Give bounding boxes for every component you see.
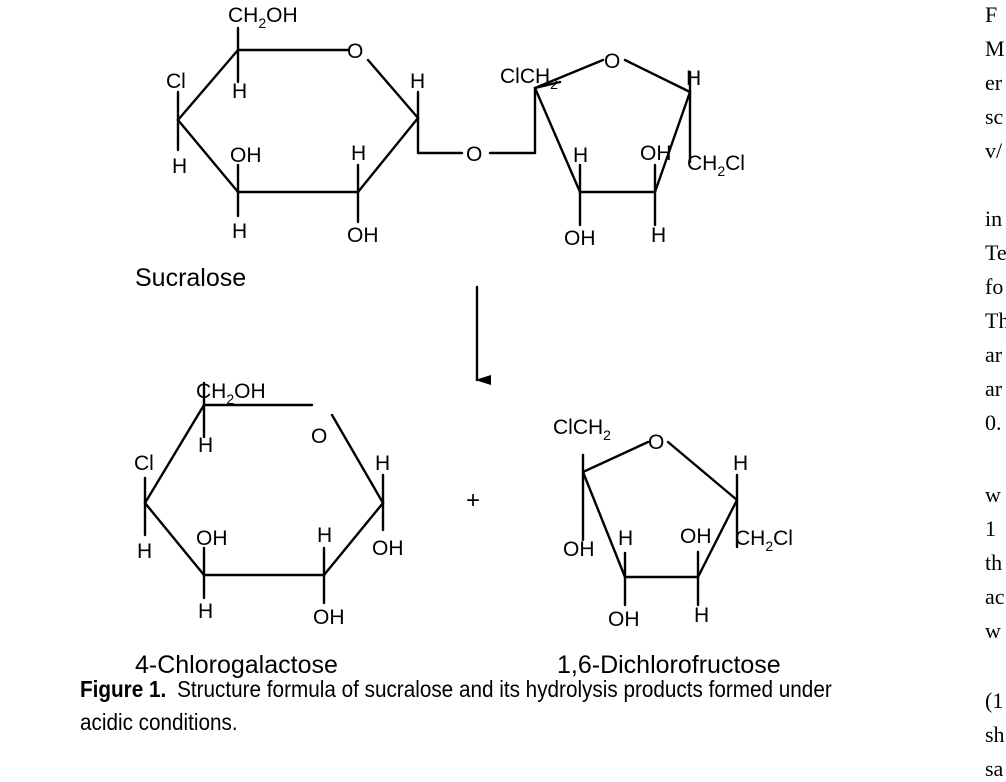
hydroxyl-label: OH <box>563 538 595 561</box>
caption-text: Structure formula of sucralose and its h… <box>80 676 832 735</box>
hydrogen-label: H <box>375 452 390 475</box>
chlorine-label: Cl <box>166 70 186 93</box>
ring-oxygen-label: O <box>648 431 664 454</box>
figure-label: Figure 1. <box>80 676 167 702</box>
clipped-text-fragment: th <box>985 550 1003 575</box>
clipped-text-fragment: (1 <box>985 688 1004 713</box>
ch2cl-label: CH2Cl <box>687 152 745 179</box>
chlorogalactose-labels: CH2OH O Cl H H H OH H OH H OH <box>134 380 404 629</box>
dichlorofructose-name: 1,6-Dichlorofructose <box>557 651 781 679</box>
ch2oh-label: CH2OH <box>228 4 298 31</box>
clipped-text-fragment: fo <box>985 274 1004 299</box>
chlorogalactose-name: 4-Chlorogalactose <box>135 651 338 679</box>
clipped-text-fragment: 0. <box>985 410 1002 435</box>
clipped-text-fragment: Th <box>985 308 1006 333</box>
clipped-text-fragment: w <box>985 482 1001 507</box>
hydrogen-label: H <box>351 142 366 165</box>
clipped-text-fragment: ac <box>985 584 1005 609</box>
hydrogen-label: H <box>618 527 633 550</box>
clipped-text-fragment: 1 <box>985 516 996 541</box>
clipped-text-fragment: sh <box>985 722 1005 747</box>
chlorogalactose-bonds <box>143 381 385 605</box>
hydrogen-label: H <box>573 144 588 167</box>
sucralose-pyranose-labels: CH2OH O Cl H H H OH H H OH O <box>166 4 482 247</box>
hydrogen-label: H <box>172 155 187 178</box>
hydroxyl-label: OH <box>640 142 672 165</box>
hydroxyl-label: OH <box>196 527 228 550</box>
sucralose-name: Sucralose <box>135 264 246 292</box>
clipped-text-fragment: ar <box>985 342 1003 367</box>
clipped-text-fragment: v/ <box>985 138 1003 163</box>
chlorogalactose-structure: CH2OH O Cl H H H OH H OH H OH 4-Chloroga… <box>134 380 404 679</box>
hydrogen-label: H <box>686 67 701 90</box>
ch2cl-label: CH2Cl <box>735 527 793 554</box>
sucralose-furanose-bonds <box>533 58 692 227</box>
sucralose-furanose-labels: ClCH2 O H H OH CH2Cl OH H <box>500 50 745 250</box>
plus-sign: + <box>466 487 480 514</box>
clipped-text-fragment: sa <box>985 756 1004 781</box>
clipped-text-fragment: Te <box>985 240 1006 265</box>
hydroxyl-label: OH <box>313 606 345 629</box>
clch2-label: ClCH2 <box>500 65 558 92</box>
hydrogen-label: H <box>410 70 425 93</box>
ch2oh-label: CH2OH <box>196 380 266 407</box>
dichlorofructose-structure: ClCH2 O H OH H OH CH2Cl OH H 1,6-Dichlor… <box>553 416 793 679</box>
hydroxyl-label: OH <box>564 227 596 250</box>
hydrogen-label: H <box>317 524 332 547</box>
clipped-text-fragment: F <box>985 2 998 27</box>
ring-oxygen-label: O <box>311 425 327 448</box>
clipped-text-fragment: M <box>985 36 1005 61</box>
hydrogen-label: H <box>694 604 709 627</box>
sucralose-pyranose-bonds <box>176 26 537 224</box>
ring-oxygen-label: O <box>347 40 363 63</box>
clipped-text-fragment: sc <box>985 104 1004 129</box>
hydroxyl-label: OH <box>608 608 640 631</box>
clipped-text-fragment: ar <box>985 376 1003 401</box>
hydrogen-label: H <box>733 452 748 475</box>
dichlorofructose-bonds <box>581 440 739 607</box>
hydroxyl-label: OH <box>680 525 712 548</box>
clipped-text-fragment: in <box>985 206 1003 231</box>
hydroxyl-label: OH <box>372 537 404 560</box>
hydrogen-label: H <box>137 540 152 563</box>
clipped-text-fragment: w <box>985 618 1001 643</box>
hydrogen-label: H <box>198 434 213 457</box>
hydrogen-label: H <box>198 600 213 623</box>
chlorine-label: Cl <box>134 452 154 475</box>
clch2-label: ClCH2 <box>553 416 611 443</box>
hydrogen-label: H <box>232 80 247 103</box>
dichlorofructose-labels: ClCH2 O H OH H OH CH2Cl OH H <box>553 416 793 631</box>
ring-oxygen-label: O <box>604 50 620 73</box>
hydrogen-label: H <box>651 224 666 247</box>
glycosidic-oxygen-label: O <box>466 143 482 166</box>
figure-caption: Figure 1.Structure formula of sucralose … <box>80 673 845 739</box>
hydrogen-label: H <box>232 220 247 243</box>
sucralose-structure: CH2OH O Cl H H H OH H H OH O <box>135 4 745 292</box>
clipped-text-fragment: er <box>985 70 1003 95</box>
hydroxyl-label: OH <box>230 144 262 167</box>
hydroxyl-label: OH <box>347 224 379 247</box>
